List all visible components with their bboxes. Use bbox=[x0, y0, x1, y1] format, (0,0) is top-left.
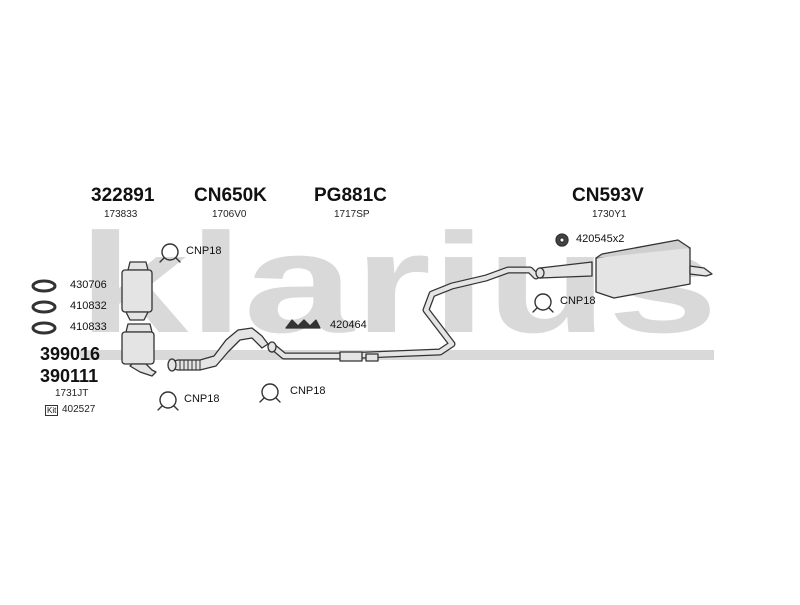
mount-label-420545x2[interactable]: 420545x2 bbox=[576, 233, 625, 245]
part-ref-1731jt: 1731JT bbox=[55, 388, 89, 399]
part-ref-1717sp: 1717SP bbox=[334, 209, 370, 220]
clamp-label-cnp18[interactable]: CNP18 bbox=[186, 245, 222, 257]
part-ref-1706v0: 1706V0 bbox=[212, 209, 247, 220]
clamp-label-cnp18[interactable]: CNP18 bbox=[290, 385, 326, 397]
rear-silencer-part[interactable] bbox=[535, 239, 713, 299]
kit-badge: Kit bbox=[45, 405, 59, 416]
gasket-410832-icon bbox=[31, 300, 57, 314]
part-ref-173833: 173833 bbox=[104, 209, 138, 220]
front-pipe-part[interactable] bbox=[167, 327, 269, 372]
hanger-label-420464[interactable]: 420464 bbox=[330, 319, 367, 331]
kit-code[interactable]: 402527 bbox=[62, 404, 96, 415]
gasket-430706-icon bbox=[31, 279, 57, 293]
part-ref-1730y1: 1730Y1 bbox=[592, 209, 627, 220]
rubber-mount-icon bbox=[555, 233, 569, 247]
part-code-pg881c[interactable]: PG881C bbox=[314, 185, 387, 206]
part-code-322891[interactable]: 322891 bbox=[91, 185, 155, 206]
clamp-icon bbox=[159, 243, 181, 263]
part-code-390111[interactable]: 390111 bbox=[40, 366, 99, 386]
part-code-cn650k[interactable]: CN650K bbox=[194, 185, 267, 206]
clamp-icon bbox=[259, 383, 281, 403]
gasket-label-430706[interactable]: 430706 bbox=[70, 279, 107, 291]
gasket-label-410832[interactable]: 410832 bbox=[70, 300, 107, 312]
clamp-label-cnp18[interactable]: CNP18 bbox=[184, 393, 220, 405]
particulate-filter-part[interactable] bbox=[121, 323, 157, 377]
gasket-410833-icon bbox=[31, 321, 57, 335]
part-code-399016[interactable]: 399016 bbox=[40, 344, 101, 364]
centre-pipe-part[interactable] bbox=[267, 266, 540, 362]
clamp-label-cnp18[interactable]: CNP18 bbox=[560, 295, 596, 307]
catalytic-converter-part[interactable] bbox=[121, 261, 153, 321]
part-code-cn593v[interactable]: CN593V bbox=[572, 185, 644, 206]
clamp-icon bbox=[157, 391, 179, 411]
gasket-label-410833[interactable]: 410833 bbox=[70, 321, 107, 333]
hanger-icon bbox=[285, 319, 321, 329]
clamp-icon bbox=[532, 293, 554, 313]
